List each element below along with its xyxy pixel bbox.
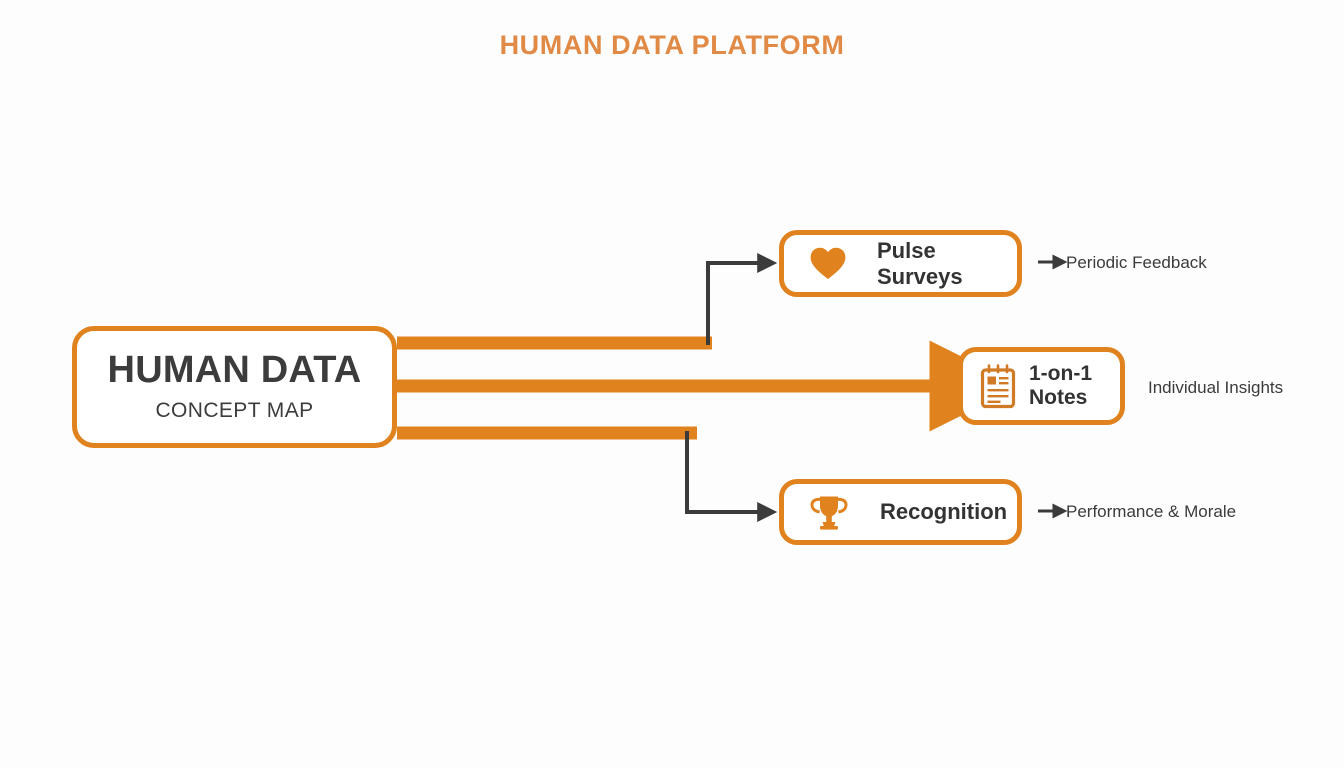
elbow-connector-bottom — [685, 431, 778, 522]
node-pulse-surveys-label: Pulse Surveys — [877, 237, 963, 289]
outcome-label-one-on-one-notes: Individual Insights — [1148, 378, 1284, 397]
notepad-icon — [980, 363, 1016, 408]
node-recognition[interactable]: Recognition — [779, 479, 1022, 545]
outcome-label-recognition: Performance & Morale — [1066, 502, 1237, 521]
node-recognition-label: Recognition — [880, 499, 1008, 524]
trophy-icon — [810, 496, 848, 530]
root-node-subtitle: CONCEPT MAP — [155, 399, 314, 423]
page-title: HUMAN DATA PLATFORM — [499, 30, 845, 60]
heart-icon — [810, 247, 846, 279]
node-notes-label-line2: Notes — [1029, 386, 1088, 409]
node-one-on-one-notes[interactable]: 1-on-1 Notes — [958, 347, 1125, 425]
root-node-human-data[interactable]: HUMAN DATA CONCEPT MAP — [72, 326, 397, 448]
root-node-title: HUMAN DATA — [107, 348, 362, 391]
node-notes-label-line1: 1-on-1 — [1029, 362, 1092, 386]
elbow-connector-top — [706, 253, 778, 345]
node-one-on-one-notes-label: 1-on-1 Notes — [1029, 362, 1092, 409]
node-pulse-surveys[interactable]: Pulse Surveys — [779, 230, 1022, 297]
outcome-label-pulse-surveys: Periodic Feedback — [1066, 253, 1207, 272]
